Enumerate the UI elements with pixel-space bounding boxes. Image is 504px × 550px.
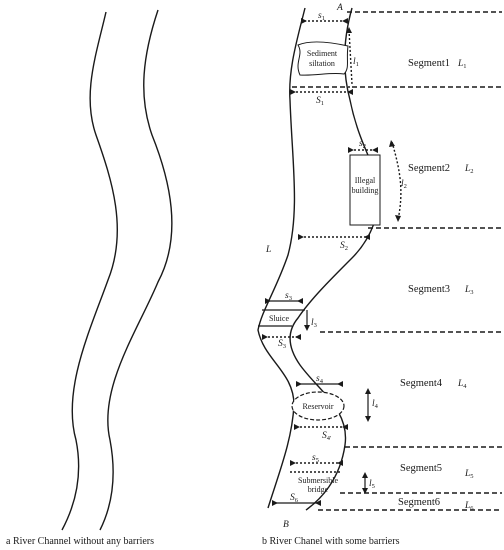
arrow-S6-head-left — [315, 500, 321, 506]
panel-a-channel — [61, 9, 173, 531]
segment4-label: Segment4 — [400, 378, 443, 389]
label-s4: s4 — [316, 374, 324, 385]
arrow-S2-head-right — [298, 234, 304, 240]
label-l3: l3 — [311, 318, 317, 329]
segment5-length: L5 — [464, 469, 474, 480]
caption-panel-a: a River Channel without any barriers — [6, 536, 154, 547]
arrow-s2-head-left — [372, 147, 378, 153]
arrow-S1-head-right — [290, 89, 296, 95]
channel-length-L: L — [265, 245, 271, 255]
label-S4p: S4' — [322, 431, 331, 442]
arrow-l2-head-bottom — [395, 215, 401, 222]
arrow-l3-head — [304, 325, 310, 331]
segment6-length: L6 — [464, 501, 474, 512]
arrow-S4p-head-right — [294, 424, 300, 430]
label-l1: l1 — [353, 57, 359, 68]
segment3-length: L3 — [464, 285, 474, 296]
sediment-label-1: Sediment — [307, 49, 338, 58]
arrow-l5-head-bottom — [362, 488, 368, 494]
label-s1: s1 — [318, 11, 325, 22]
barrier-labels: Sediment siltation Illegal building Slui… — [269, 49, 378, 494]
caption-panel-b: b River Chanel with some barriers — [262, 536, 400, 547]
illegal-building-shape — [349, 154, 381, 226]
label-s2: s2 — [359, 139, 366, 150]
panel-a-left-bank — [61, 11, 118, 531]
segment4-length: L4 — [457, 379, 467, 390]
arrow-l1-head — [346, 27, 352, 33]
arrow-l5-head-top — [362, 472, 368, 478]
arrow-S6-head-right — [272, 500, 278, 506]
arrow-l4-head-top — [365, 388, 371, 394]
arrow-s5-head-left — [337, 460, 343, 466]
segment2-label: Segment2 — [408, 163, 450, 174]
point-B: B — [283, 520, 289, 530]
building-label-2: building — [352, 186, 379, 195]
panel-b-left-bank — [257, 7, 306, 509]
arrow-s4-head-left — [337, 381, 343, 387]
arrow-l2-head-top — [389, 140, 395, 147]
bridge-label-2: bridge — [308, 485, 329, 494]
arrow-labels: s1 l1 S1 s2 l2 S2 s3 l3 S3 s4 l4 S4' s5 … — [278, 11, 407, 504]
sediment-label-2: siltation — [309, 59, 335, 68]
label-s5: s5 — [312, 453, 319, 464]
arrow-s1-head-right — [301, 18, 307, 24]
arrow-S2-head-left — [364, 234, 370, 240]
arrow-l2-line — [391, 141, 402, 221]
label-l4: l4 — [372, 399, 379, 410]
segment3-label: Segment3 — [408, 284, 450, 295]
arrow-s2-head-right — [348, 147, 354, 153]
point-labels: A B L — [265, 3, 343, 530]
sluice-label: Sluice — [269, 314, 289, 323]
segment2-length: L2 — [464, 164, 474, 175]
sediment-siltation-shape — [297, 41, 349, 76]
flow-arrows — [262, 18, 402, 506]
label-l2: l2 — [401, 179, 407, 190]
arrow-s3-head-left — [297, 298, 303, 304]
barriers — [258, 41, 381, 473]
segment6-label: Segment6 — [398, 497, 440, 508]
arrow-S1-head-left — [347, 89, 353, 95]
segment-labels: Segment1 L1 Segment2 L2 Segment3 L3 Segm… — [398, 58, 474, 512]
label-S6: S6 — [290, 493, 299, 504]
panel-b-right-bank — [289, 7, 381, 511]
panel-a-right-bank — [99, 9, 173, 531]
arrow-s3-head-right — [265, 298, 271, 304]
reservoir-shape — [291, 391, 345, 421]
segment-boundaries — [292, 11, 502, 511]
segment1-length: L1 — [457, 59, 467, 70]
label-S2: S2 — [340, 241, 348, 252]
arrow-s4-head-right — [296, 381, 302, 387]
building-label-1: Illegal — [355, 176, 376, 185]
bridge-label-1: Submersible — [298, 476, 338, 485]
point-A: A — [336, 3, 343, 13]
arrow-S4p-head-left — [342, 424, 348, 430]
arrow-s1-head-left — [342, 18, 348, 24]
panel-b-channel — [257, 7, 381, 511]
segment1-label: Segment1 — [408, 58, 450, 69]
arrow-l1-line — [348, 29, 353, 85]
label-l5: l5 — [369, 479, 375, 490]
arrow-S3-head-right — [262, 334, 268, 340]
label-s3: s3 — [285, 291, 292, 302]
captions: a River Channel without any barriers b R… — [6, 536, 400, 547]
arrow-S3-head-left — [295, 334, 301, 340]
reservoir-label: Reservoir — [302, 402, 333, 411]
segment5-label: Segment5 — [400, 463, 442, 474]
label-S3: S3 — [278, 339, 286, 350]
label-S1: S1 — [316, 96, 324, 107]
arrow-l4-head-bottom — [365, 416, 371, 422]
arrow-s5-head-right — [290, 460, 296, 466]
